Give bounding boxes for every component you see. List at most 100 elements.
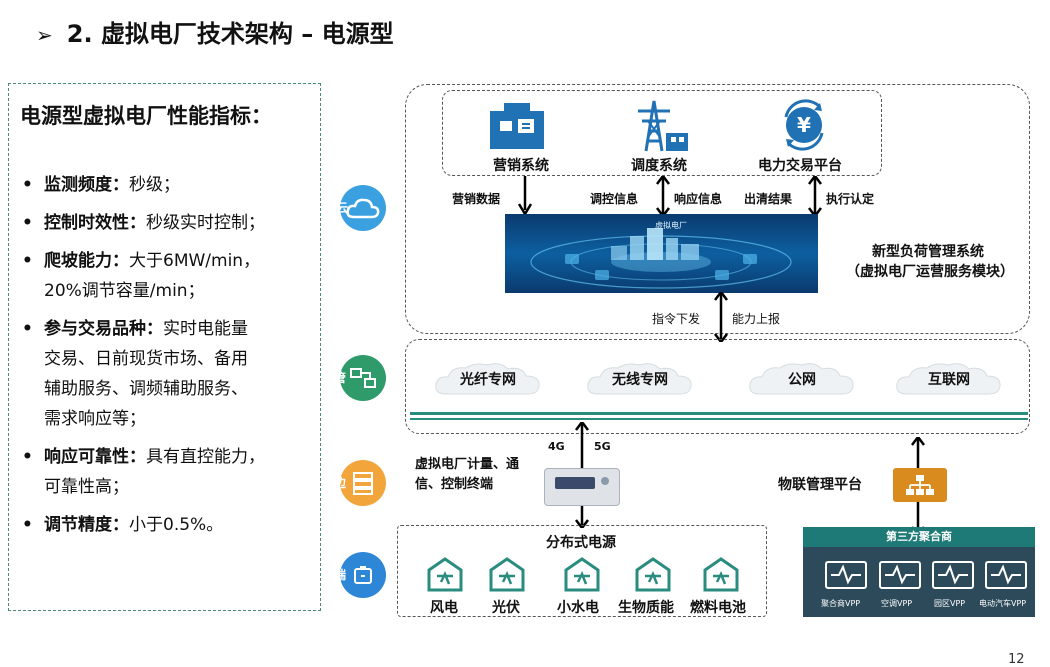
- item-value: 20%调节容量/min；: [44, 281, 205, 301]
- marketing-system-label: 营销系统: [493, 158, 549, 174]
- item-value: 小于0.5%。: [129, 515, 224, 535]
- aggregator-title: 第三方聚合商: [803, 527, 1035, 547]
- source-label: 小水电: [557, 600, 599, 616]
- platform-module: （虚拟电厂运营服务模块）: [846, 264, 1014, 280]
- item-key: 参与交易品种：: [44, 319, 163, 339]
- list-item: • 参与交易品种：实时电能量交易、日前现货市场、备用辅助服务、调频辅助服务、需求响…: [22, 314, 322, 434]
- solar-icon: [487, 556, 527, 596]
- edge-layer-badge: 边: [334, 460, 386, 506]
- platform-image: 虚拟电厂: [505, 214, 818, 293]
- arrow-right-icon: ➢: [36, 23, 53, 47]
- cloud-shape-icon: [896, 363, 1001, 395]
- network-cloud: 无线专网: [584, 360, 696, 398]
- aggregator-label: 电动汽车VPP: [979, 599, 1027, 608]
- item-value: 需求响应等；: [44, 409, 146, 429]
- pipe-layer-badge: 管: [334, 355, 386, 401]
- terminal-label: 信、控制终端: [415, 477, 494, 492]
- marketing-data-label: 营销数据: [452, 192, 501, 206]
- network-line: [410, 418, 1028, 420]
- bidirectional-arrow-icon: [714, 289, 728, 346]
- pulse-monitor-icon: [879, 561, 921, 589]
- performance-heading: 电源型虚拟电厂性能指标：: [20, 104, 272, 128]
- performance-panel: [8, 83, 321, 611]
- page-number: 12: [1008, 652, 1025, 667]
- clearing-result-label: 出清结果: [744, 192, 793, 206]
- item-value: 交易、日前现货市场、备用: [44, 349, 248, 369]
- smart-city-illustration: [530, 228, 792, 289]
- bullet-icon: •: [22, 251, 33, 271]
- item-value: 秒级；: [129, 175, 180, 195]
- yuan-exchange-icon: ¥: [776, 97, 832, 157]
- pulse-monitor-icon: [825, 561, 867, 589]
- list-item: • 爬坡能力：大于6MW/min， 20%调节容量/min；: [22, 246, 322, 306]
- bullet-icon: •: [22, 175, 33, 195]
- source-label: 燃料电池: [690, 600, 746, 616]
- item-key: 控制时效性：: [44, 213, 146, 233]
- cloud-shape-icon: [749, 363, 854, 395]
- fuel-cell-icon: [701, 556, 741, 596]
- platform-image-caption: 虚拟电厂: [655, 221, 687, 230]
- aggregator-label: 园区VPP: [934, 599, 966, 608]
- platform-description: 新型负荷管理系统 （虚拟电厂运营服务模块）: [846, 242, 1014, 282]
- page-title: ➢2. 虚拟电厂技术架构 – 电源型: [36, 14, 394, 49]
- source-label: 光伏: [492, 600, 520, 616]
- terminal-label: 虚拟电厂计量、通: [415, 457, 520, 472]
- list-item: •响应可靠性：具有直控能力，可靠性高；: [22, 442, 322, 502]
- command-down-label: 指令下发: [652, 312, 701, 326]
- bullet-icon: •: [22, 447, 33, 467]
- cloud-shape-icon: [587, 363, 692, 395]
- item-value: 具有直控能力，: [146, 447, 265, 467]
- item-key: 爬坡能力：: [44, 251, 129, 271]
- control-info-label: 调控信息: [590, 192, 639, 206]
- cloud-layer-box: [405, 84, 1030, 334]
- network-label: 公网: [788, 372, 816, 388]
- battery-icon: [354, 566, 372, 584]
- source-label: 生物质能: [618, 600, 674, 616]
- terminal-description: 虚拟电厂计量、通 信、控制终端: [415, 455, 519, 495]
- terminal-screen: [555, 477, 595, 489]
- iot-hub-icon: [893, 468, 947, 502]
- network-label: 无线专网: [612, 372, 668, 388]
- source-label: 风电: [430, 600, 458, 616]
- pulse-monitor-icon: [985, 561, 1027, 589]
- network-line: [410, 412, 1028, 415]
- platform-name: 新型负荷管理系统: [872, 244, 984, 260]
- network-label: 光纤专网: [460, 372, 516, 388]
- cloud-shape-icon: [435, 363, 540, 395]
- item-key: 监测频度：: [44, 175, 129, 195]
- hydro-icon: [562, 556, 602, 596]
- capacity-up-label: 能力上报: [732, 312, 781, 326]
- response-info-label: 响应信息: [674, 192, 723, 206]
- iot-platform-label: 物联管理平台: [778, 477, 862, 493]
- 4g-badge: 4G: [548, 440, 565, 453]
- end-layer-label: 端: [334, 568, 347, 582]
- 5g-badge: 5G: [594, 440, 611, 453]
- bullet-icon: •: [22, 213, 33, 233]
- terminal-device: [544, 468, 620, 506]
- pulse-monitor-icon: [932, 561, 974, 589]
- dispatch-system-icon: [628, 97, 690, 157]
- list-item: • 监测频度：秒级；: [22, 170, 322, 200]
- item-value: 可靠性高；: [44, 477, 129, 497]
- bullet-icon: •: [22, 319, 33, 339]
- wind-power-icon: [425, 556, 465, 596]
- item-value: 辅助服务、调频辅助服务、: [44, 379, 248, 399]
- network-cloud: 光纤专网: [432, 360, 544, 398]
- item-value: 大于6MW/min，: [129, 251, 261, 271]
- item-key: 调节精度：: [44, 515, 129, 535]
- item-value: 秒级实时控制；: [146, 213, 265, 233]
- edge-layer-label: 边: [334, 476, 347, 490]
- dispatch-system-label: 调度系统: [631, 158, 687, 174]
- bullet-icon: •: [22, 515, 33, 535]
- terminal-led: [601, 477, 609, 485]
- end-layer-badge: 端: [334, 552, 386, 598]
- network-cloud: 互联网: [893, 360, 1005, 398]
- trading-platform-label: 电力交易平台: [758, 158, 842, 174]
- biomass-icon: [633, 556, 673, 596]
- server-icon: [353, 472, 373, 495]
- item-value: 实时电能量: [163, 319, 248, 339]
- list-item: • 控制时效性：秒级实时控制；: [22, 208, 322, 238]
- aggregator-label: 空调VPP: [881, 599, 913, 608]
- pipe-layer-label: 管: [334, 371, 347, 385]
- cloud-layer-label: 云: [336, 201, 349, 215]
